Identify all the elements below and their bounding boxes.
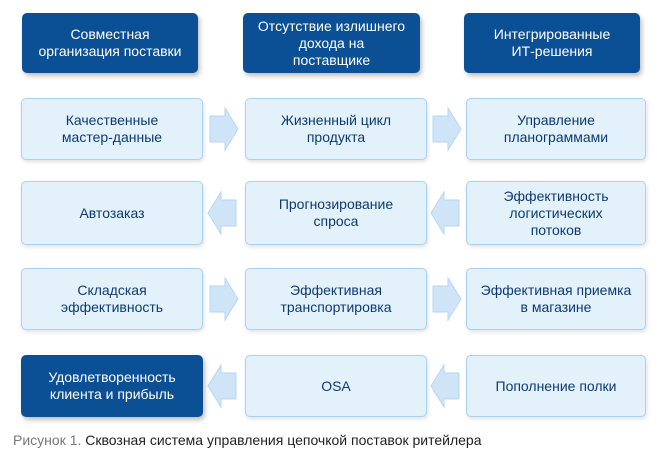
arrow-left-icon (206, 363, 238, 409)
box-osa: OSA (245, 355, 427, 417)
box-shelf-replenishment: Пополнение полки (466, 355, 646, 417)
caption-label: Рисунок 1. (13, 432, 82, 448)
box-planogram-management: Управление планограммами (466, 98, 646, 160)
figure-caption: Рисунок 1. Сквозная система управления ц… (13, 432, 482, 448)
box-demand-forecasting: Прогнозирование спроса (245, 181, 427, 245)
header-box-integrated-it: Интегрированные ИТ-решения (464, 13, 640, 73)
box-auto-order: Автозаказ (21, 181, 203, 245)
arrow-left-icon (429, 190, 461, 236)
arrow-right-icon (431, 276, 463, 322)
arrow-left-icon (206, 190, 238, 236)
arrow-left-icon (429, 363, 461, 409)
arrow-right-icon (208, 276, 240, 322)
box-warehouse-efficiency: Складская эффективность (21, 268, 203, 330)
box-product-lifecycle: Жизненный цикл продукта (245, 98, 427, 160)
caption-text: Сквозная система управления цепочкой пос… (81, 432, 482, 448)
box-store-receiving: Эффективная приемка в магазине (466, 268, 646, 330)
box-efficient-transport: Эффективная транспортировка (245, 268, 427, 330)
header-box-no-excess-income: Отсутствие излишнего дохода на поставщик… (243, 13, 420, 73)
header-box-joint-supply: Совместная организация поставки (22, 13, 198, 73)
box-logistics-efficiency: Эффективность логистических потоков (466, 181, 646, 245)
box-master-data: Качественные мастер-данные (21, 98, 203, 160)
arrow-right-icon (208, 106, 240, 152)
arrow-right-icon (431, 106, 463, 152)
box-customer-satisfaction: Удовлетворенность клиента и прибыль (21, 355, 203, 417)
